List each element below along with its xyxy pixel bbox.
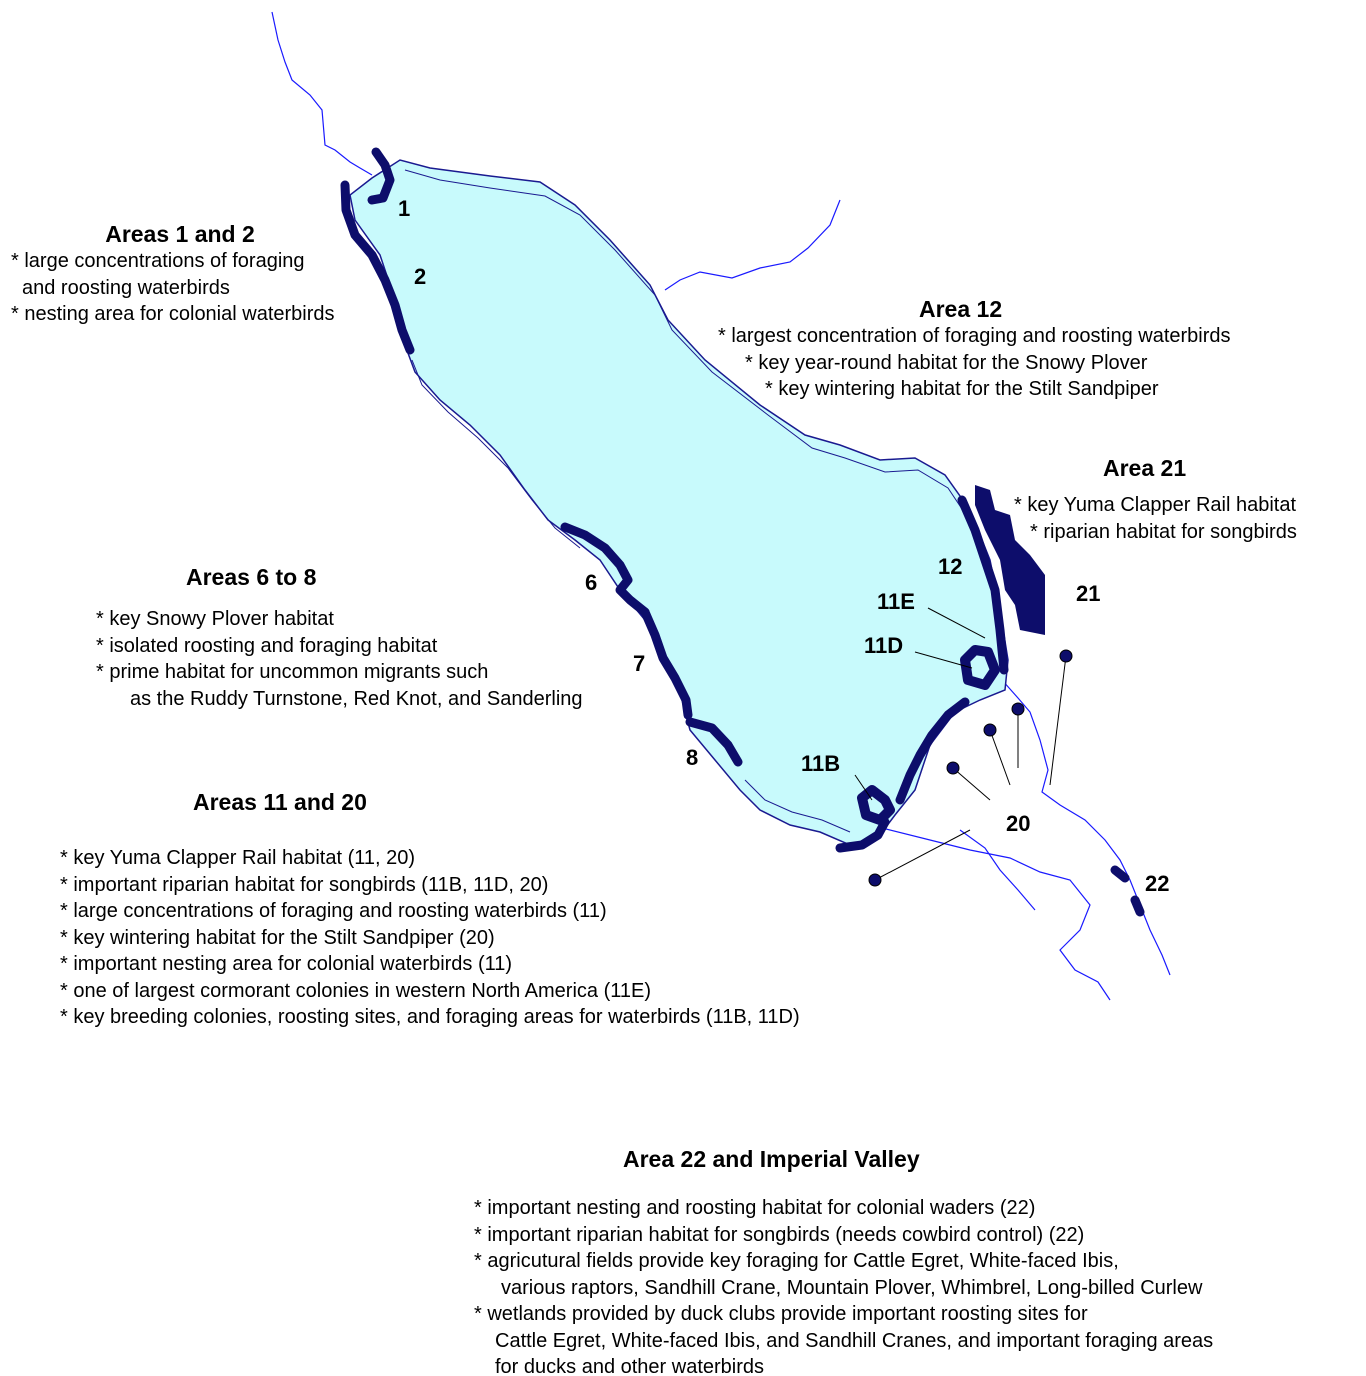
shore-band [404,169,999,621]
label-area-12: 12 [938,554,962,579]
label-area-11d: 11D [864,633,903,658]
area-22-line-1: * important nesting and roosting habitat… [474,1197,1036,1219]
area-22-line-6: Cattle Egret, White-faced Ibis, and Sand… [495,1329,1214,1352]
areas-11-20-title: Areas 11 and 20 [193,789,367,815]
areas-1-2-block: Areas 1 and 2 * large concentrations of … [0,220,400,328]
habitat-area-11b [857,785,895,825]
river-south-1 [881,827,1111,1001]
river-south-3 [959,829,1036,911]
areas-11-20-block: Areas 11 and 20 * key Yuma Clapper Rail … [60,788,960,1031]
area-21-title: Area 21 [1103,455,1187,481]
habitat-area-22a [1110,865,1130,883]
area-22-line-5: * wetlands provided by duck clubs provid… [474,1303,1088,1325]
area-20-dot-a [1059,649,1073,663]
area-22-line-7: for ducks and other waterbirds [495,1356,765,1376]
areas-1-2-line-3: * nesting area for colonial waterbirds [11,303,335,325]
areas-11-20-line-1: * key Yuma Clapper Rail habitat (11, 20) [60,847,416,869]
label-area-11e: 11E [877,589,915,614]
label-area-6: 6 [585,570,597,595]
shore-band-west [411,359,581,549]
area-20-dot-b [1011,702,1025,716]
area-12-block: Area 12 * largest concentration of forag… [718,295,1338,403]
habitat-area-6 [560,522,650,617]
areas-11-20-line-4: * key wintering habitat for the Stilt Sa… [60,926,495,949]
shore-band-south [744,779,851,833]
areas-6-8-line-2: * isolated roosting and foraging habitat [96,634,438,657]
river-northeast [664,199,841,291]
area-20-dot-c [983,723,997,737]
habitat-area-8 [685,717,743,767]
area-21-line-1: * key Yuma Clapper Rail habitat [1014,494,1297,516]
areas-6-8-line-4: as the Ruddy Turnstone, Red Knot, and Sa… [130,687,583,710]
habitat-area-12 [957,495,1009,675]
area-12-line-3: * key wintering habitat for the Stilt Sa… [765,378,1159,400]
label-area-2: 2 [414,264,426,289]
area-22-line-3: * agricutural fields provide key foragin… [474,1250,1119,1272]
area-21-line-2: * riparian habitat for songbirds [1030,520,1297,543]
river-south-2 [1001,679,1171,976]
leaders [854,607,1073,887]
label-area-8: 8 [686,745,698,770]
habitat-area-21 [975,485,1045,635]
habitat-area-11-east [895,697,970,805]
areas-6-8-block: Areas 6 to 8 * key Snowy Plover habitat … [96,563,676,712]
area-number-labels: 1 2 6 7 8 11B 11D 11E 12 20 21 22 [398,196,1169,896]
areas-11-20-line-3: * large concentrations of foraging and r… [60,900,607,922]
rivers [271,11,1171,1001]
areas-11-20-line-7: * key breeding colonies, roosting sites,… [60,1006,800,1028]
habitat-area-11-south [835,817,890,853]
area-21-block: Area 21 * key Yuma Clapper Rail habitat … [1014,454,1359,545]
habitat-area-2 [340,180,415,355]
area-22-line-2: * important riparian habitat for songbir… [474,1223,1085,1246]
areas-6-8-line-3: * prime habitat for uncommon migrants su… [96,661,489,683]
label-area-11b: 11B [801,751,840,776]
areas-6-8-title: Areas 6 to 8 [186,564,317,590]
habitat-area-22b [1130,895,1145,917]
area-22-block: Area 22 and Imperial Valley * important … [474,1145,1359,1376]
label-area-22: 22 [1145,871,1169,896]
areas-1-2-title: Areas 1 and 2 [105,221,255,247]
areas-6-8-line-1: * key Snowy Plover habitat [96,608,334,630]
label-area-20: 20 [1006,811,1030,836]
areas-11-20-line-6: * one of largest cormorant colonies in w… [60,979,652,1002]
label-area-1: 1 [398,196,410,221]
area-12-line-1: * largest concentration of foraging and … [718,325,1231,347]
river-northwest [271,11,373,176]
areas-11-20-line-5: * important nesting area for colonial wa… [60,953,513,975]
habitat-area-7 [640,607,693,720]
label-area-21: 21 [1076,581,1100,606]
habitat-area-11d [960,645,1000,690]
habitat-areas [340,147,1145,917]
areas-1-2-line-2: and roosting waterbirds [22,276,230,299]
area-12-title: Area 12 [919,296,1003,322]
sea-water [349,159,1009,846]
label-area-7: 7 [633,651,645,676]
area-22-title: Area 22 and Imperial Valley [623,1146,920,1172]
areas-1-2-line-1: * large concentrations of foraging [11,250,305,272]
habitat-area-1 [367,147,395,205]
area-22-line-4: various raptors, Sandhill Crane, Mountai… [501,1276,1203,1299]
area-12-line-2: * key year-round habitat for the Snowy P… [745,351,1148,374]
area-20-dot-e [868,873,882,887]
area-20-dot-d [946,761,960,775]
areas-11-20-line-2: * important riparian habitat for songbir… [60,873,549,896]
